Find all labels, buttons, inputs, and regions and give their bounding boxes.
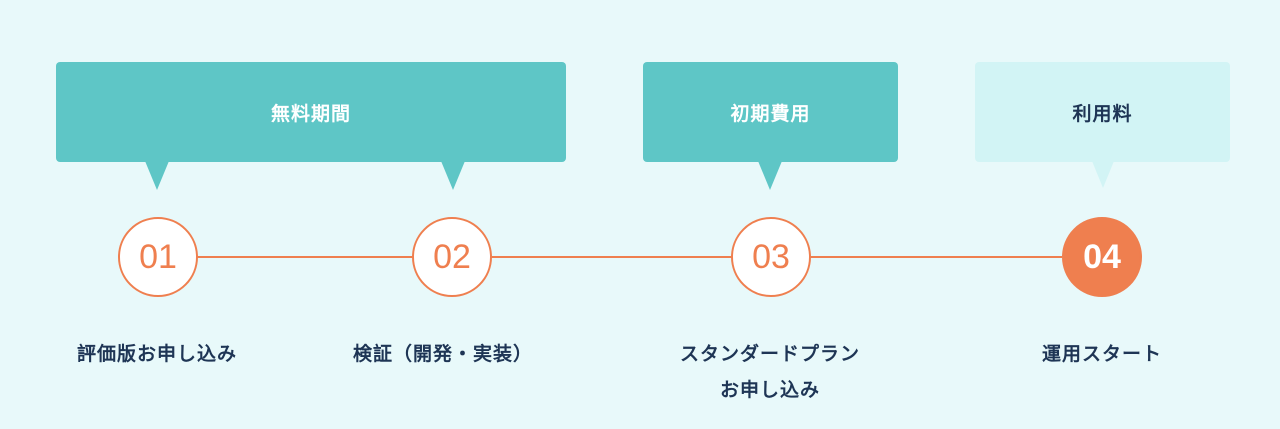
step-4-label: 運用スタート bbox=[962, 336, 1242, 372]
free-period-bubble: 無料期間 bbox=[56, 62, 566, 162]
step-4-number: 04 bbox=[1083, 237, 1121, 276]
step-1-label-text: 評価版お申し込み bbox=[76, 343, 237, 365]
step-3-label-line1: スタンダードプラン bbox=[679, 343, 860, 365]
step-3-label-line2: お申し込み bbox=[719, 379, 820, 401]
step-3-circle: 03 bbox=[731, 217, 811, 297]
step-1-label: 評価版お申し込み bbox=[17, 336, 297, 372]
step-2-label: 検証（開発・実装） bbox=[303, 336, 583, 372]
initial-cost-pointer bbox=[758, 161, 782, 190]
step-3-number: 03 bbox=[752, 237, 790, 276]
step-1-number: 01 bbox=[139, 237, 177, 276]
step-2-circle: 02 bbox=[412, 217, 492, 297]
initial-cost-bubble: 初期費用 bbox=[643, 62, 898, 162]
free-period-label: 無料期間 bbox=[270, 102, 351, 125]
step-3-label: スタンダードプラン お申し込み bbox=[630, 336, 910, 408]
step-4-circle: 04 bbox=[1062, 217, 1142, 297]
free-period-pointer-1 bbox=[145, 161, 169, 190]
usage-fee-pointer bbox=[1092, 161, 1114, 188]
usage-fee-label: 利用料 bbox=[1072, 102, 1133, 125]
step-2-label-text: 検証（開発・実装） bbox=[352, 343, 533, 365]
usage-fee-bubble: 利用料 bbox=[975, 62, 1230, 162]
initial-cost-label: 初期費用 bbox=[730, 102, 811, 125]
step-4-label-text: 運用スタート bbox=[1041, 343, 1162, 365]
step-1-circle: 01 bbox=[118, 217, 198, 297]
timeline-line bbox=[196, 256, 1062, 258]
free-period-pointer-2 bbox=[441, 161, 465, 190]
step-2-number: 02 bbox=[433, 237, 471, 276]
